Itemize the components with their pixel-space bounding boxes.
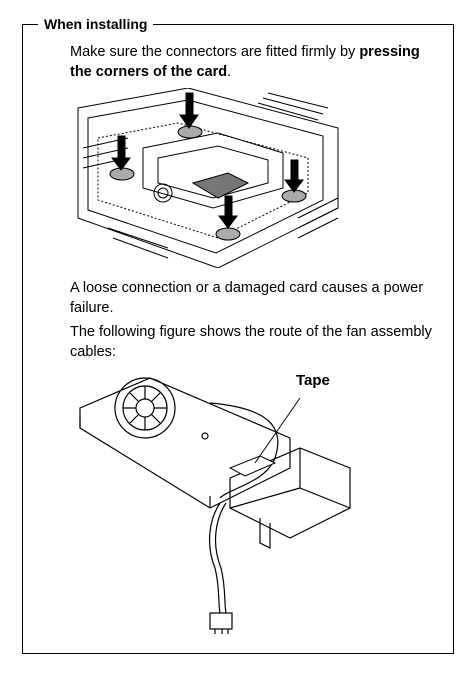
section-title: When installing: [38, 14, 154, 34]
section-frame: [22, 24, 454, 654]
instruction-end: .: [227, 64, 232, 80]
instruction-emphasis: pressing the corners of the card: [70, 44, 420, 80]
fan-assembly-illustration: [79, 377, 351, 634]
instruction-text: Make sure the connectors are fitted firm…: [70, 44, 360, 60]
figure-intro-paragraph: The following figure shows the route of …: [70, 324, 432, 360]
figure-callout-tape: Tape: [296, 372, 330, 389]
instruction-paragraph: Make sure the connectors are fitted firm…: [70, 42, 440, 82]
card-install-illustration: [77, 88, 339, 268]
warning-paragraph: A loose connection or a damaged card cau…: [70, 280, 424, 316]
